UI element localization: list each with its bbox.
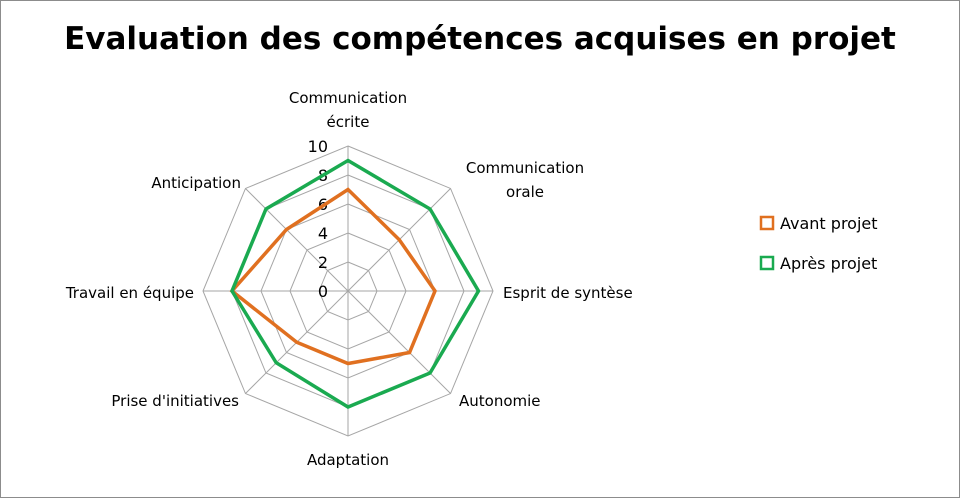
category-label: Communication <box>466 159 584 177</box>
radial-tick-label: 10 <box>308 137 328 156</box>
radial-tick-label: 2 <box>318 253 328 272</box>
legend-swatch <box>759 215 775 231</box>
grid-spoke <box>245 188 349 292</box>
category-label: Prise d'initiatives <box>111 392 239 410</box>
category-label: Travail en équipe <box>65 284 194 302</box>
radial-tick-label: 4 <box>318 224 328 243</box>
series-line <box>230 158 481 409</box>
legend-label: Avant projet <box>780 214 878 233</box>
category-label: Autonomie <box>459 392 541 410</box>
category-label: écrite <box>327 113 370 131</box>
category-label: Adaptation <box>307 451 389 469</box>
grid-spoke <box>347 290 451 394</box>
radial-tick-label: 0 <box>318 282 328 301</box>
series-line <box>229 187 437 366</box>
category-label: Anticipation <box>151 174 241 192</box>
legend-swatch <box>759 255 775 271</box>
category-label: Esprit de syntèse <box>503 284 633 302</box>
legend-label: Après projet <box>780 254 877 273</box>
category-label: Communication <box>289 89 407 107</box>
category-label: orale <box>506 183 544 201</box>
chart-title: Evaluation des compétences acquises en p… <box>64 21 896 57</box>
